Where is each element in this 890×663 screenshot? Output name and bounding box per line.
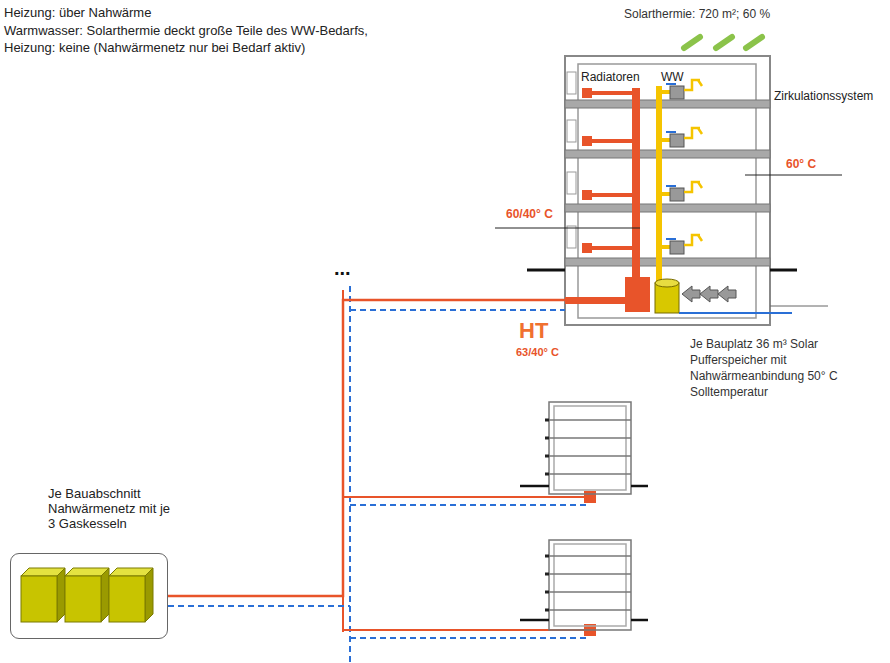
note-label: Heizung: über Nahwärme (4, 4, 151, 21)
radiator-label: Radiatoren (581, 70, 640, 84)
gas-boiler (21, 568, 65, 622)
gas-boiler (65, 568, 109, 622)
note-label: Je Bauplatz 36 m³ Solar Pufferspeicher m… (690, 336, 840, 400)
note-label: 63/40° C (516, 345, 559, 360)
boiler-box (10, 553, 168, 639)
network-tag: HT (519, 318, 548, 344)
gas-boilers (11, 554, 167, 638)
building-node: Radiatoren WW (565, 56, 770, 325)
note-label: 60/40° C (506, 206, 553, 222)
supply-line (168, 300, 565, 596)
leader-line (495, 228, 640, 229)
small-building (520, 540, 648, 630)
boiler-house-node: Je Bauabschnitt Nahwärmenetz mit je 3 Ga… (10, 486, 168, 639)
note-label: Zirkulationssystem (774, 88, 873, 104)
continuation-mark: ... (334, 256, 351, 280)
hot-water-label: WW (661, 70, 684, 84)
leader-line (745, 175, 842, 176)
note-label: 60° C (786, 156, 816, 172)
small-building (520, 402, 648, 494)
solar-collectors (684, 37, 762, 48)
note-label: Solarthermie: 720 m²; 60 % (624, 6, 770, 22)
note-label: Warmwasser: Solarthermie deckt große Tei… (4, 22, 389, 56)
boiler-heading: Je Bauabschnitt Nahwärmenetz mit je 3 Ga… (48, 486, 173, 531)
gas-boiler (109, 568, 153, 622)
district-network (168, 286, 596, 663)
